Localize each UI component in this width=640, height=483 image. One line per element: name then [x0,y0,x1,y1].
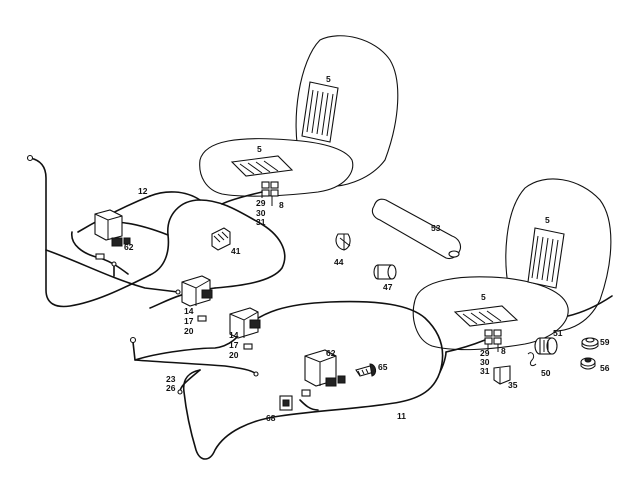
lower-seat-side-lead [567,295,613,317]
grommet-44 [335,233,351,251]
label-26: 26 [166,383,176,393]
label-5-lower-cushion: 5 [481,292,486,302]
lower-seat-cushion-heater-pad [453,305,519,327]
relay-62-upper [94,209,131,247]
label-17-a: 17 [184,316,194,326]
label-29-lower: 29 [480,348,490,358]
label-62-upper: 62 [124,242,134,252]
label-62-lower: 62 [326,348,336,358]
upper-seat-cushion-heater-pad [230,155,294,177]
bracket-35 [493,365,511,385]
switch-41 [211,227,231,251]
leader-upper-connectors [261,190,273,206]
label-59: 59 [600,337,610,347]
lower-seat-connector-block [484,329,502,345]
label-35: 35 [508,380,518,390]
label-14-b: 14 [229,330,239,340]
grommet-59 [581,337,599,350]
label-29-upper: 29 [256,198,266,208]
relay-14-17-20-lower [229,307,261,350]
label-30-upper: 30 [256,208,266,218]
spring-clip-50 [527,352,537,367]
label-31-lower: 31 [480,366,490,376]
label-20-b: 20 [229,350,239,360]
label-56: 56 [600,363,610,373]
label-12: 12 [138,186,148,196]
clip-68 [279,395,293,411]
label-20-a: 20 [184,326,194,336]
bushing-47 [373,264,397,280]
connector-upper-small [95,253,105,260]
lower-seat-back-heater-pad [527,227,565,289]
label-41: 41 [231,246,241,256]
part-labels: 5 5 5 5 29 30 31 8 29 30 31 8 12 62 41 1… [124,74,610,423]
lower-wiring-harness [129,300,447,460]
label-17-b: 17 [229,340,239,350]
label-5-upper-cushion: 5 [257,144,262,154]
relay-62-lower [301,349,346,397]
label-14-a: 14 [184,306,194,316]
upper-seat [199,35,399,205]
label-5-upper-back: 5 [326,74,331,84]
grommet-56 [580,357,596,370]
label-8-lower: 8 [501,346,506,356]
plug-51 [534,337,558,355]
upper-seat-lead [221,191,263,205]
relay-14-17-20-upper [181,275,213,322]
label-68: 68 [266,413,276,423]
label-51: 51 [553,328,563,338]
label-30-lower: 30 [480,357,490,367]
label-47: 47 [383,282,393,292]
lower-seat-lead [445,339,486,353]
label-44: 44 [334,257,344,267]
label-50: 50 [541,368,551,378]
label-11: 11 [397,411,406,421]
tube-53 [371,198,462,260]
upper-seat-back-heater-pad [301,81,339,143]
label-23: 23 [166,374,176,384]
label-8-upper: 8 [279,200,284,210]
leader-lower-connectors [487,344,499,352]
lower-seat [412,178,613,353]
label-65: 65 [378,362,388,372]
label-31-upper: 31 [256,217,266,227]
label-53: 53 [431,223,441,233]
screw-65 [355,363,377,377]
label-5-lower-back: 5 [545,215,550,225]
